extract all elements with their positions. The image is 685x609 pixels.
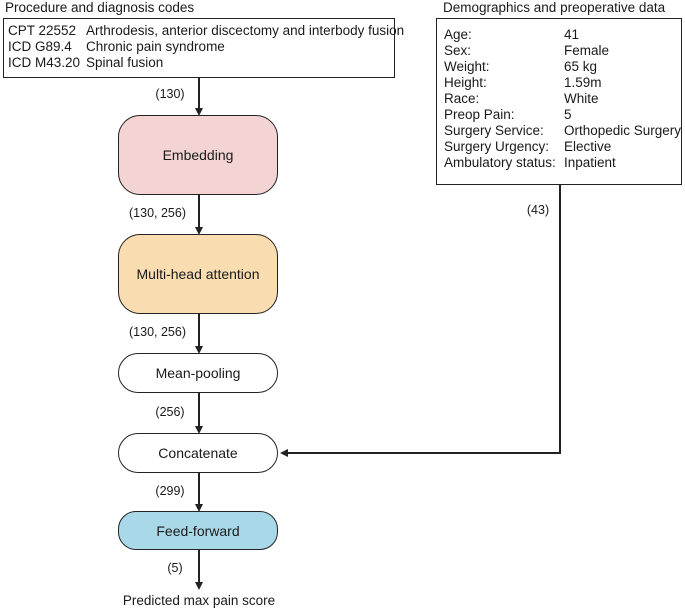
- output-label: Predicted max pain score: [122, 593, 276, 608]
- field-label: Weight:: [444, 59, 490, 74]
- dim-concat-out: (299): [155, 484, 185, 498]
- demographics-box: Age: 41 Sex: Female Weight: 65 kg Height…: [436, 18, 682, 185]
- dim-codes-out: (130): [155, 87, 185, 101]
- field-label: Surgery Service:: [444, 123, 544, 138]
- dim-ff-out: (5): [167, 561, 183, 575]
- attention-label: Multi-head attention: [136, 266, 260, 282]
- embedding-node: Embedding: [118, 115, 278, 195]
- field-value: 1.59m: [564, 75, 602, 90]
- concat-label: Concatenate: [158, 445, 238, 461]
- procedure-codes-box: CPT 22552 Arthrodesis, anterior discecto…: [3, 18, 404, 78]
- code-label: ICD G89.4: [8, 39, 72, 54]
- field-label: Surgery Urgency:: [444, 139, 550, 154]
- code-label: CPT 22552: [8, 23, 77, 38]
- attention-node: Multi-head attention: [118, 234, 278, 314]
- embedding-label: Embedding: [162, 147, 234, 163]
- field-label: Race:: [444, 91, 480, 106]
- pooling-node: Mean-pooling: [118, 353, 278, 393]
- concat-node: Concatenate: [118, 433, 278, 473]
- field-value: Female: [564, 43, 610, 58]
- dim-pooling-out: (256): [155, 405, 185, 419]
- code-description: Chronic pain syndrome: [86, 39, 225, 54]
- field-label: Height:: [444, 75, 487, 90]
- field-label: Preop Pain:: [444, 107, 515, 122]
- code-description: Spinal fusion: [86, 55, 164, 70]
- dim-embedding-out: (130, 256): [129, 206, 186, 220]
- field-label: Sex:: [444, 43, 472, 58]
- procedure-title: Procedure and diagnosis codes: [5, 0, 195, 15]
- field-label: Age:: [444, 27, 472, 42]
- arrow-demographics-to-concat: [280, 184, 561, 457]
- field-value: 65 kg: [564, 59, 598, 74]
- field-value: 5: [564, 107, 572, 122]
- feedforward-label: Feed-forward: [156, 522, 240, 539]
- code-description: Arthrodesis, anterior discectomy and int…: [86, 23, 405, 38]
- field-label: Ambulatory status:: [444, 155, 556, 170]
- field-value: Inpatient: [564, 155, 616, 170]
- field-value: Orthopedic Surgery: [564, 123, 682, 138]
- demographics-title: Demographics and preoperative data: [443, 0, 666, 15]
- code-label: ICD M43.20: [8, 55, 81, 70]
- feedforward-node: Feed-forward: [118, 511, 278, 550]
- dim-attention-out: (130, 256): [129, 325, 186, 339]
- pooling-label: Mean-pooling: [155, 365, 241, 381]
- field-value: 41: [564, 27, 580, 42]
- field-value: Elective: [564, 139, 612, 154]
- demographics-dim-label: (43): [526, 203, 550, 217]
- field-value: White: [564, 91, 599, 106]
